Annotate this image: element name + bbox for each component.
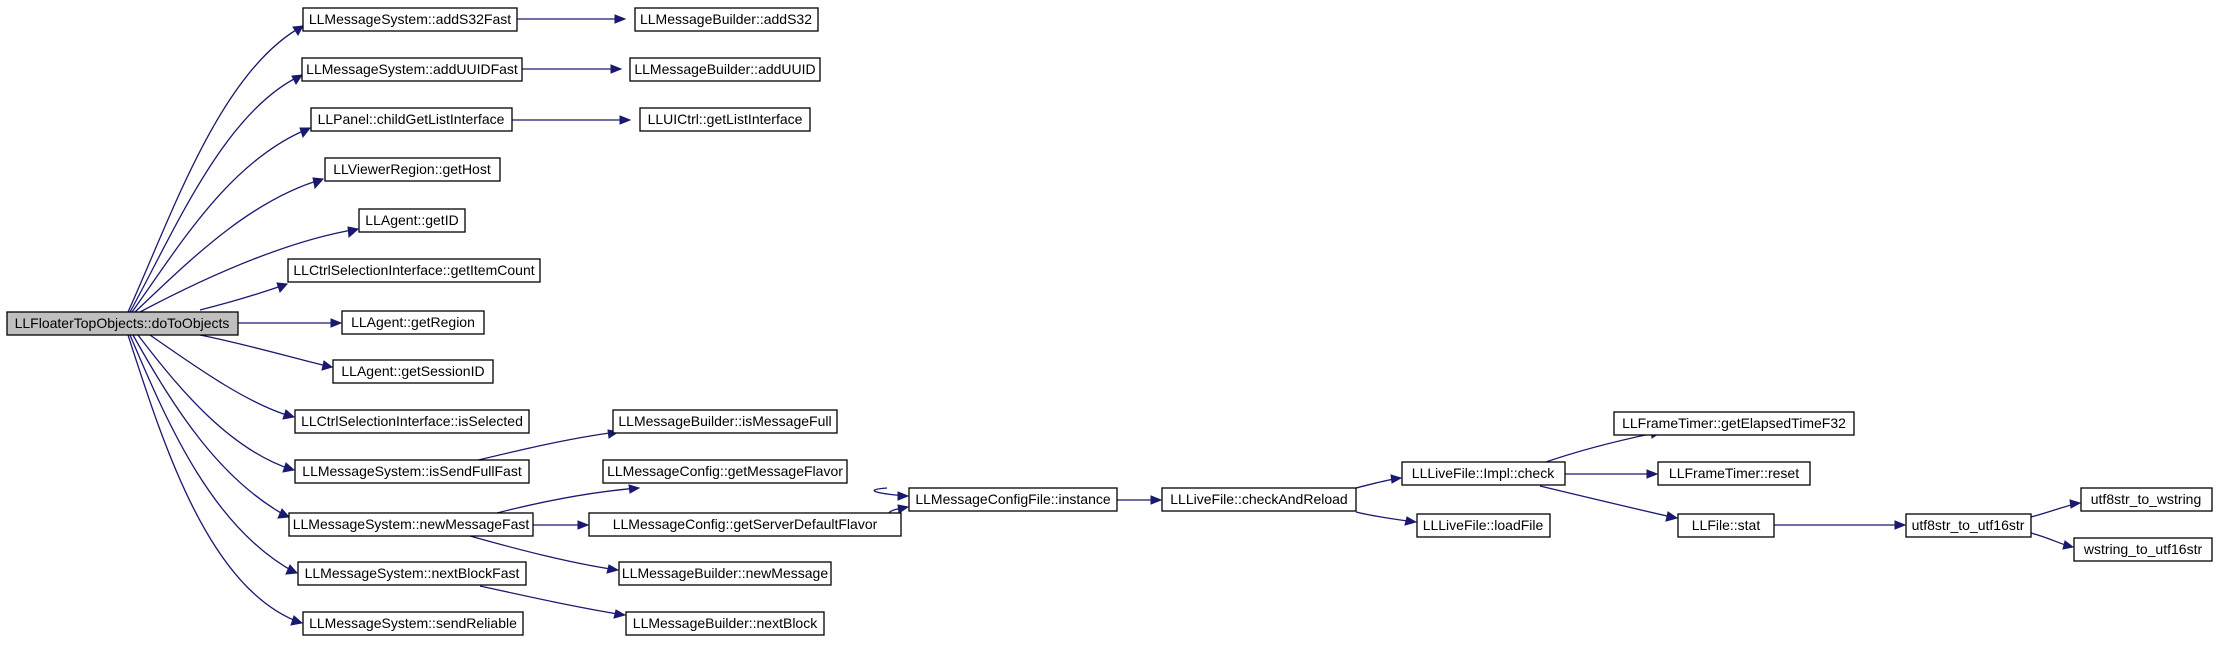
edge-root-to-sendReliable [127,334,304,626]
svg-text:LLMessageBuilder::addS32: LLMessageBuilder::addS32 [640,11,812,27]
svg-text:LLUICtrl::getListInterface: LLUICtrl::getListInterface [648,111,803,127]
svg-text:LLMessageSystem::addUUIDFast: LLMessageSystem::addUUIDFast [306,61,518,77]
node-wstring-to-utf16str[interactable]: wstring_to_utf16str [2073,537,2213,562]
node-mcf-instance[interactable]: LLMessageConfigFile::instance [908,487,1118,512]
node-lf-checkAndReload[interactable]: LLLiveFile::checkAndReload [1161,487,1357,512]
svg-text:LLFile::stat: LLFile::stat [1692,517,1761,533]
edge-getMessageFlavor-to-instance [873,487,910,501]
edge-check-to-stat [1539,485,1679,522]
node-ms-sendReliable[interactable]: LLMessageSystem::sendReliable [302,611,524,636]
edge-checkAndReload-to-loadFile [1355,511,1418,526]
svg-text:LLAgent::getSessionID: LLAgent::getSessionID [341,363,484,379]
node-agent-getSessionID[interactable]: LLAgent::getSessionID [332,359,494,384]
node-csi-isSelected[interactable]: LLCtrlSelectionInterface::isSelected [294,409,530,434]
svg-text:LLFrameTimer::getElapsedTimeF3: LLFrameTimer::getElapsedTimeF32 [1622,415,1846,431]
node-ft-reset[interactable]: LLFrameTimer::reset [1657,461,1811,486]
node-utf8str-to-utf16str[interactable]: utf8str_to_utf16str [1905,513,2032,538]
edge-addS32Fast-to-addS32 [517,14,627,24]
edge-root-to-addUUIDFast [129,74,304,313]
svg-text:LLCtrlSelectionInterface::getI: LLCtrlSelectionInterface::getItemCount [293,262,534,278]
node-ms-nextBlockFast[interactable]: LLMessageSystem::nextBlockFast [297,561,527,586]
edge-root-to-childGetListInterface [131,127,312,313]
edge-isSendFullFast-to-isMessageFull [469,429,620,463]
edge-root-to-nextBlockFast [129,334,299,575]
svg-text:LLMessageBuilder::isMessageFul: LLMessageBuilder::isMessageFull [618,413,831,429]
node-ms-addS32Fast[interactable]: LLMessageSystem::addS32Fast [302,7,518,32]
svg-text:LLMessageSystem::newMessageFas: LLMessageSystem::newMessageFast [293,516,530,532]
svg-text:LLLiveFile::Impl::check: LLLiveFile::Impl::check [1412,465,1555,481]
node-agent-getID[interactable]: LLAgent::getID [358,208,466,233]
svg-text:LLMessageBuilder::addUUID: LLMessageBuilder::addUUID [634,61,815,77]
edge-newMessageFast-to-getMessageFlavor [496,484,641,514]
node-mc-getServerDefaultFlavor[interactable]: LLMessageConfig::getServerDefaultFlavor [588,512,902,537]
edge-addUUIDFast-to-addUUID [522,64,623,74]
svg-text:LLAgent::getID: LLAgent::getID [365,212,458,228]
node-mb-nextBlock[interactable]: LLMessageBuilder::nextBlock [625,611,825,636]
svg-text:LLViewerRegion::getHost: LLViewerRegion::getHost [333,161,491,177]
edge-checkAndReload-to-check [1355,474,1403,489]
edge-root-to-getHost [134,177,325,313]
node-ms-isSendFullFast[interactable]: LLMessageSystem::isSendFullFast [294,459,530,484]
svg-text:LLMessageSystem::nextBlockFast: LLMessageSystem::nextBlockFast [305,565,520,581]
svg-text:LLLiveFile::checkAndReload: LLLiveFile::checkAndReload [1170,491,1347,507]
edge-root-to-getSessionID [199,334,334,371]
svg-text:utf8str_to_wstring: utf8str_to_wstring [2091,491,2202,507]
node-mb-isMessageFull[interactable]: LLMessageBuilder::isMessageFull [612,409,838,434]
svg-text:LLMessageConfig::getServerDefa: LLMessageConfig::getServerDefaultFlavor [613,516,878,532]
node-ms-addUUIDFast[interactable]: LLMessageSystem::addUUIDFast [301,57,523,82]
node-agent-getRegion[interactable]: LLAgent::getRegion [341,310,485,335]
edge-nextBlockFast-to-nextBlock [479,585,627,619]
edge-check-to-reset [1565,469,1659,479]
node-vr-getHost[interactable]: LLViewerRegion::getHost [324,157,501,182]
svg-text:LLFloaterTopObjects::doToObjec: LLFloaterTopObjects::doToObjects [15,315,230,331]
node-csi-getItemCount[interactable]: LLCtrlSelectionInterface::getItemCount [287,258,541,283]
svg-text:wstring_to_utf16str: wstring_to_utf16str [2083,541,2203,557]
svg-text:utf8str_to_utf16str: utf8str_to_utf16str [1912,517,2025,533]
node-utf8str-to-wstring[interactable]: utf8str_to_wstring [2080,487,2213,512]
edge-root-to-isSendFullFast [137,334,296,473]
node-ft-getElapsedTimeF32[interactable]: LLFrameTimer::getElapsedTimeF32 [1613,411,1855,436]
edge-stat-to-utf8str_to_utf16str [1774,520,1907,530]
edge-root-to-getRegion [238,318,343,328]
svg-text:LLLiveFile::loadFile: LLLiveFile::loadFile [1423,517,1544,533]
edge-root-to-getID [139,226,360,313]
node-lfi-check[interactable]: LLLiveFile::Impl::check [1401,461,1566,486]
svg-text:LLMessageBuilder::newMessage: LLMessageBuilder::newMessage [622,565,828,581]
svg-text:LLPanel::childGetListInterface: LLPanel::childGetListInterface [318,111,505,127]
svg-text:LLMessageBuilder::nextBlock: LLMessageBuilder::nextBlock [633,615,818,631]
node-uictrl-getListInterface[interactable]: LLUICtrl::getListInterface [639,107,811,132]
node-mb-newMessage[interactable]: LLMessageBuilder::newMessage [618,561,832,586]
svg-text:LLAgent::getRegion: LLAgent::getRegion [351,314,475,330]
edge-root-to-getItemCount [199,282,289,311]
node-mc-getMessageFlavor[interactable]: LLMessageConfig::getMessageFlavor [602,459,848,484]
svg-text:LLFrameTimer::reset: LLFrameTimer::reset [1669,465,1799,481]
node-panel-childGetListInterface[interactable]: LLPanel::childGetListInterface [310,107,513,132]
svg-text:LLMessageConfigFile::instance: LLMessageConfigFile::instance [915,491,1111,507]
node-file-stat[interactable]: LLFile::stat [1677,513,1775,538]
edge-newMessageFast-to-newMessage [469,535,620,574]
node-lf-loadFile[interactable]: LLLiveFile::loadFile [1416,513,1551,538]
node-mb-addS32[interactable]: LLMessageBuilder::addS32 [634,7,819,32]
edge-root-to-newMessageFast [132,334,291,519]
edge-utf8str_to_utf16str-to-wstring_to_utf16str [2030,532,2075,550]
node-root[interactable]: LLFloaterTopObjects::doToObjects [6,311,239,336]
edge-root-to-isSelected [149,334,296,420]
svg-text:LLMessageSystem::sendReliable: LLMessageSystem::sendReliable [309,615,517,631]
edge-instance-to-checkAndReload [1117,495,1163,505]
edge-root-to-addS32Fast [127,25,304,313]
edge-newMessageFast-to-getServerDefaultFlavor [533,520,590,530]
node-ms-newMessageFast[interactable]: LLMessageSystem::newMessageFast [288,512,534,537]
svg-text:LLCtrlSelectionInterface::isSe: LLCtrlSelectionInterface::isSelected [301,413,523,429]
svg-text:LLMessageSystem::addS32Fast: LLMessageSystem::addS32Fast [309,11,511,27]
edge-utf8str_to_utf16str-to-utf8str_to_wstring [2030,499,2082,518]
svg-text:LLMessageConfig::getMessageFla: LLMessageConfig::getMessageFlavor [607,463,843,479]
svg-text:LLMessageSystem::isSendFullFas: LLMessageSystem::isSendFullFast [302,463,522,479]
node-mb-addUUID[interactable]: LLMessageBuilder::addUUID [629,57,821,82]
edge-childGetListInterface-to-getListInterface [512,115,632,125]
